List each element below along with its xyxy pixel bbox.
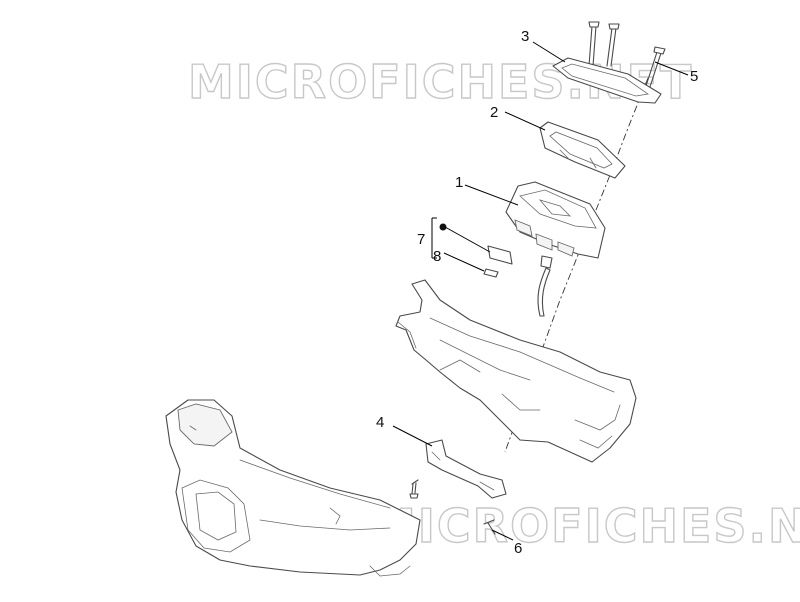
assembly-axis [504,77,649,453]
callout-2: 2 [490,104,498,121]
bulb-holder-group [431,217,513,278]
leader-3 [532,41,566,63]
callout-4: 4 [376,414,384,431]
reference-dot [439,223,447,231]
callout-6: 6 [514,540,522,557]
leader-8 [443,252,485,272]
small-screws [409,479,496,535]
leader-6 [491,529,514,541]
callout-1: 1 [455,174,463,191]
leader-4 [392,425,433,447]
mounting-bracket [425,439,507,499]
instrument-cover [539,121,626,179]
leader-7 [444,226,491,253]
leader-2 [504,111,546,131]
front-handlebar-cover [165,399,421,577]
callout-8: 8 [433,248,441,265]
leader-1 [464,184,519,206]
leader-5 [654,61,689,76]
callout-5: 5 [690,68,698,85]
callout-7: 7 [417,231,425,248]
rear-handlebar-cover [395,279,637,463]
instrument-bezel [552,57,662,104]
callout-3: 3 [521,28,529,45]
watermark-bottom: MICROFICHES.NET [370,499,800,553]
instrument-cluster [505,181,606,317]
